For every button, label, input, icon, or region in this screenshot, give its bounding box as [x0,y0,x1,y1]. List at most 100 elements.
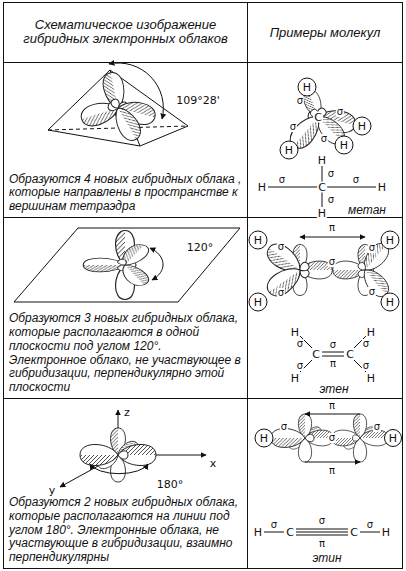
bond-symbol: σ [296,361,304,371]
atom-symbol: H [339,140,349,151]
axis-label: y [48,485,57,496]
atom-symbol: H [253,527,263,538]
atom-symbol: C [313,112,323,123]
atom-symbol: H [253,297,263,308]
bond-symbol: σ [320,134,328,144]
drawing-stroke [264,529,380,535]
sp-axes-figure [60,410,206,487]
methane-orbitals [280,78,371,159]
bond-symbol: σ [368,243,376,253]
atom-symbol: H [257,182,267,193]
atom-symbol: H [385,297,395,308]
bond-symbol: σ [352,175,360,185]
bond-symbol: σ [328,433,336,443]
sp2-plane-figure [14,228,240,302]
bond-symbol: σ [362,361,370,371]
description-cell: Образуются 4 новых гибридных облака , ко… [3,62,248,218]
atom-symbol: H [388,433,398,444]
drawing-stroke [353,430,389,446]
tetrahedron-figure [48,63,188,146]
angle-label: 180° [156,479,185,490]
atom-symbol: H [377,182,387,193]
atom-symbol: H [290,373,300,384]
drawing-stroke [150,248,163,280]
drawing-stroke [381,293,399,311]
bond-symbol: σ [362,339,370,349]
atom-symbol: H [259,433,269,444]
description-text: Образуются 2 новых гибридных облака, кот… [9,496,242,565]
drawing-stroke [111,257,153,288]
bond-symbol: σ [318,516,326,526]
atom-symbol: C [345,349,355,360]
bond-symbol: σ [373,422,381,432]
bond-symbol: π [328,223,336,233]
atom-symbol: H [385,235,395,246]
bond-symbol: σ [327,195,335,205]
header-cell: Схематическое изображение гибридных элек… [3,2,248,63]
description-cell: Образуются 2 новых гибридных облака, кот… [3,398,248,569]
drawing-stroke [381,231,399,249]
column-header: Примеры молекул [254,25,396,40]
drawing-stroke [109,63,163,119]
bond-symbol: σ [329,340,337,350]
bond-symbol: σ [277,288,285,298]
atom-symbol: H [381,527,391,538]
atom-symbol: H [284,145,294,156]
drawing-stroke [385,430,402,447]
drawing-stroke [249,231,267,249]
bond-symbol: σ [328,257,336,267]
description-text: Образуются 3 новых гибридных облака, кот… [9,312,242,395]
description-text: Образуются 4 новых гибридных облака , ко… [9,173,242,214]
atom-symbol: H [302,82,312,93]
atom-symbol: H [317,208,327,219]
drawing-stroke [255,429,273,447]
angle-label: 109°28' [175,95,221,106]
molecule-name: этен [319,383,348,397]
atom-symbol: C [311,349,321,360]
bond-symbol: σ [368,287,376,297]
drawing-stroke [280,141,298,159]
atom-symbol: C [285,527,295,538]
drawing-stroke [268,166,376,207]
bond-symbol: π [318,539,326,549]
atom-symbol: H [317,155,327,166]
drawing-stroke [353,117,371,135]
atom-symbol: C [317,182,327,193]
drawing-stroke [14,228,240,302]
drawing-stroke [80,444,128,465]
bond-symbol: σ [289,122,297,132]
bond-symbol: π [328,401,336,411]
bond-symbol: σ [280,422,288,432]
drawing-stroke [298,78,316,96]
drawing-stroke [48,70,188,146]
bond-symbol: σ [296,339,304,349]
bond-symbol: σ [327,169,335,179]
ethene-formula-bonds [300,336,366,372]
bond-symbol: σ [296,96,304,106]
bond-symbol: π [328,466,336,476]
bond-symbol: π [329,359,337,369]
molecule-name: этин [312,552,341,566]
methane-formula-bonds [268,166,376,207]
molecule-cell: этен [247,217,403,399]
drawing-stroke [105,95,145,144]
ethyne-orbitals [255,414,402,462]
atom-symbol: H [357,121,367,132]
drawing-stroke [335,136,353,154]
drawing-stroke [305,414,360,462]
bond-symbol: σ [336,107,344,117]
drawing-stroke [300,237,365,238]
column-header: Схематическое изображение гибридных элек… [10,18,241,48]
bond-symbol: σ [278,175,286,185]
atom-symbol: C [349,527,359,538]
axis-label: x [209,458,218,469]
ethyne-formula-bonds [264,529,380,535]
drawing-stroke [90,464,148,474]
atom-symbol: H [253,235,263,246]
molecule-name: метан [348,204,386,218]
bond-symbol: σ [366,520,374,530]
angle-label: 120° [186,242,215,253]
drawing-stroke [249,293,267,311]
